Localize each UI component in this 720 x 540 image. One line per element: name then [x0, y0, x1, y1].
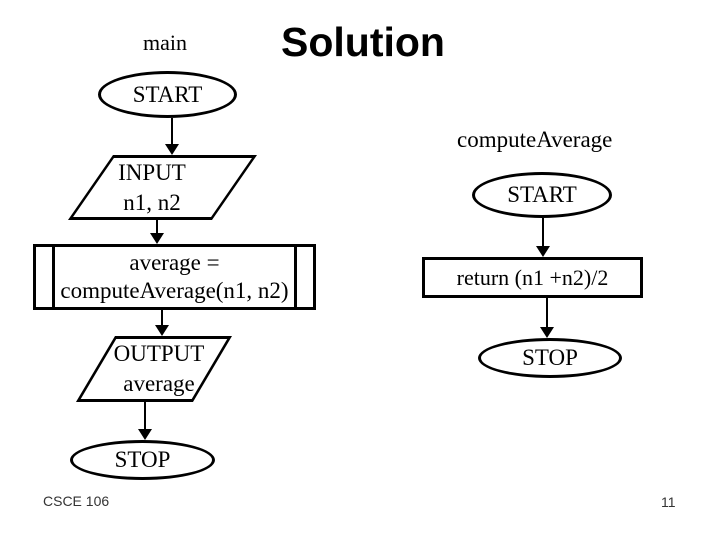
compute-average-function-label: computeAverage — [457, 127, 613, 152]
output-text: OUTPUT average — [94, 336, 224, 402]
sub-start-label: START — [507, 182, 577, 207]
main-stop-label: STOP — [114, 447, 171, 472]
return-process-box: return (n1 +n2)/2 — [422, 257, 643, 298]
process-line2: computeAverage(n1, n2) — [60, 278, 289, 303]
input-line1: INPUT — [118, 159, 186, 185]
input-text: INPUT n1, n2 — [72, 155, 232, 220]
predefined-process-box: average = computeAverage(n1, n2) — [33, 244, 316, 310]
sub-stop-terminator: STOP — [478, 338, 622, 378]
flow-arrow-start-to-input — [165, 118, 179, 155]
return-label: return (n1 +n2)/2 — [456, 264, 609, 290]
flow-arrow-process-to-output — [155, 310, 169, 336]
arrow-shaft — [546, 298, 548, 329]
process-line1: average = — [129, 250, 220, 276]
main-start-terminator: START — [98, 71, 237, 118]
flow-arrow-substart-to-return — [536, 218, 550, 257]
sub-stop-label: STOP — [522, 345, 578, 370]
flow-arrow-input-to-process — [150, 220, 164, 244]
input-line2: n1, n2 — [123, 189, 181, 215]
flow-arrow-return-to-substop — [540, 298, 554, 338]
arrow-shaft — [542, 218, 544, 248]
arrowhead-icon — [150, 233, 164, 244]
arrow-shaft — [161, 310, 163, 327]
arrow-shaft — [144, 402, 146, 431]
predefined-process-bar-right — [294, 247, 297, 307]
predefined-process-bar-left — [52, 247, 55, 307]
flow-arrow-output-to-stop — [138, 402, 152, 440]
main-function-label: main — [143, 30, 187, 55]
output-line2: average — [123, 371, 195, 396]
main-start-label: START — [132, 81, 203, 107]
slide-title: Solution — [281, 19, 445, 65]
arrowhead-icon — [155, 325, 169, 336]
output-line1: OUTPUT — [113, 341, 205, 367]
arrowhead-icon — [165, 144, 179, 155]
arrowhead-icon — [536, 246, 550, 257]
footer-course-label: CSCE 106 — [43, 493, 110, 509]
main-stop-terminator: STOP — [70, 440, 215, 480]
page-number: 11 — [661, 494, 676, 510]
arrowhead-icon — [138, 429, 152, 440]
sub-start-terminator: START — [472, 172, 612, 218]
arrow-shaft — [156, 220, 158, 235]
arrow-shaft — [171, 118, 173, 146]
arrowhead-icon — [540, 327, 554, 338]
